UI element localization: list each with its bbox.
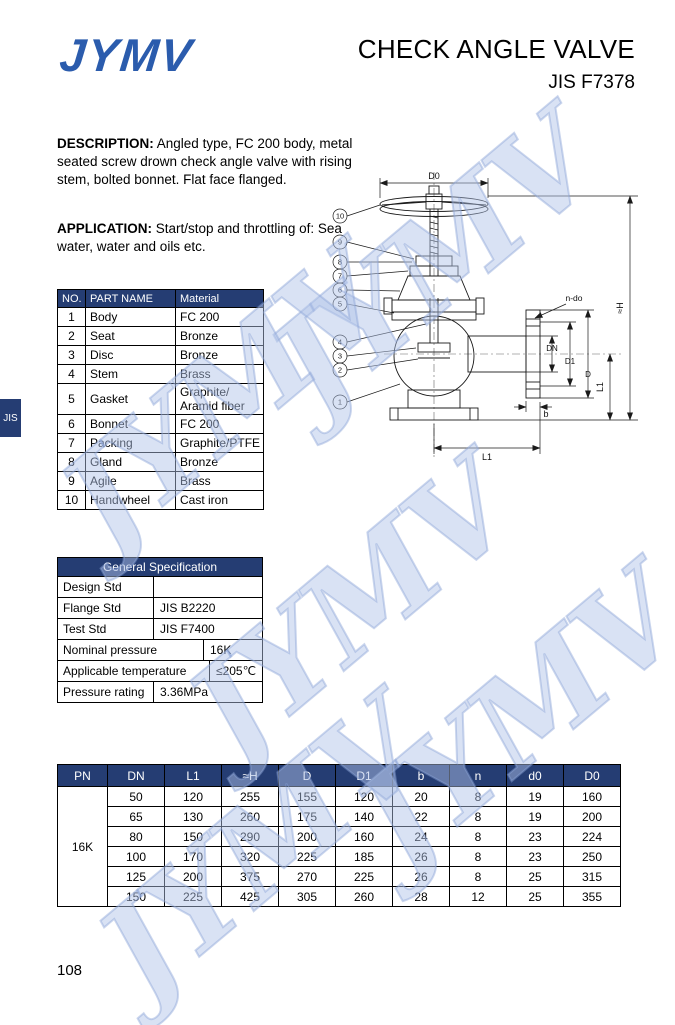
dimension-header-row: PN DN L1 ≈H D D1 b n d0 D0	[57, 764, 621, 787]
dim-label-l1-side: L1	[595, 382, 605, 392]
dimension-lines	[332, 178, 638, 454]
dim-label-b: b	[543, 409, 548, 419]
spec-row: Test Std JIS F7400	[57, 619, 263, 640]
callout-5: 5	[338, 300, 342, 309]
title-block: CHECK ANGLE VALVE JIS F7378	[358, 34, 635, 94]
parts-header-no: NO.	[57, 289, 86, 308]
callout-7: 7	[338, 272, 342, 281]
callout-9: 9	[338, 238, 342, 247]
application-label: APPLICATION:	[57, 221, 152, 236]
application-text: Start/stop and throttling of: Sea water,…	[57, 221, 342, 254]
dim-label-d1: D1	[565, 357, 576, 366]
spec-row: Pressure rating 3.36MPa	[57, 682, 263, 703]
company-logo: JYMV	[57, 29, 196, 81]
pn-cell: 16K	[57, 786, 108, 907]
application-paragraph: APPLICATION: Start/stop and throttling o…	[57, 220, 361, 256]
spec-table-title: General Specification	[57, 557, 263, 576]
dim-label-d0: D0	[428, 171, 440, 181]
parts-header-name: PART NAME	[85, 289, 176, 308]
dim-label-l1-bottom: L1	[482, 452, 492, 462]
page-title: CHECK ANGLE VALVE	[357, 34, 635, 64]
dim-label-n-do: n-do	[565, 293, 582, 303]
dim-label-dn: DN	[546, 344, 558, 353]
dim-label-d: D	[585, 370, 591, 379]
parts-header-row: NO. PART NAME Material	[57, 289, 264, 308]
dim-label-h: ≈H	[615, 302, 625, 313]
valve-drawing: D0 n-do DN D1 D ≈H L1 L1 b 10 9 8 7 6 5 …	[332, 171, 638, 462]
standard-number: JIS F7378	[548, 72, 635, 93]
description-text: Angled type, FC 200 body, metal seated s…	[57, 136, 353, 187]
description-label: DESCRIPTION:	[57, 136, 154, 151]
spec-row: Flange Std JIS B2220	[57, 598, 263, 619]
callout-8: 8	[338, 258, 342, 267]
valve-body-lines	[379, 185, 541, 421]
parts-header-material: Material	[175, 289, 264, 308]
spec-row: Design Std	[57, 576, 263, 598]
callout-6: 6	[338, 286, 342, 295]
spec-row: Applicable temperature ≤205℃	[57, 661, 263, 682]
description-paragraph: DESCRIPTION: Angled type, FC 200 body, m…	[57, 135, 361, 189]
callout-4: 4	[338, 338, 342, 347]
side-tab-jis: JIS	[0, 399, 21, 437]
page-number: 108	[57, 962, 83, 979]
callout-1: 1	[338, 398, 342, 407]
callout-2: 2	[338, 366, 342, 375]
callout-10: 10	[336, 212, 344, 221]
spec-row: Nominal pressure 16K	[57, 640, 263, 661]
spec-table: General Specification Design Std Flange …	[57, 557, 263, 703]
callout-3: 3	[338, 352, 342, 361]
